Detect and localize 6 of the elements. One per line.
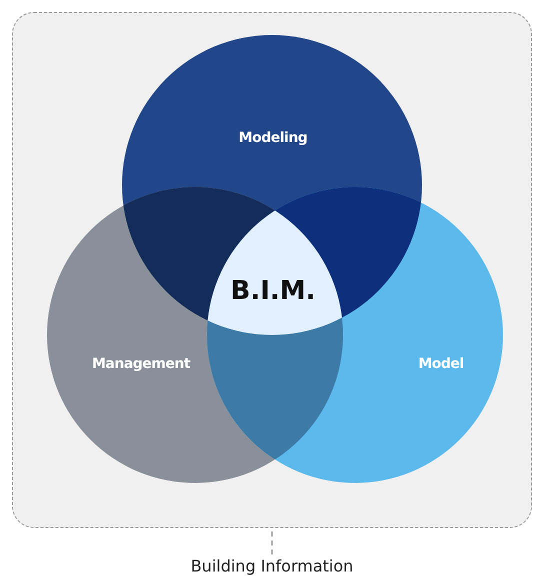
circle-label: Management — [92, 356, 190, 372]
circle-label: Model — [418, 356, 464, 372]
center-label: B.I.M. — [230, 276, 316, 306]
node-label: Building Information — [190, 556, 354, 576]
dashed-frame — [12, 12, 532, 528]
circle-label: Modeling — [238, 130, 308, 146]
